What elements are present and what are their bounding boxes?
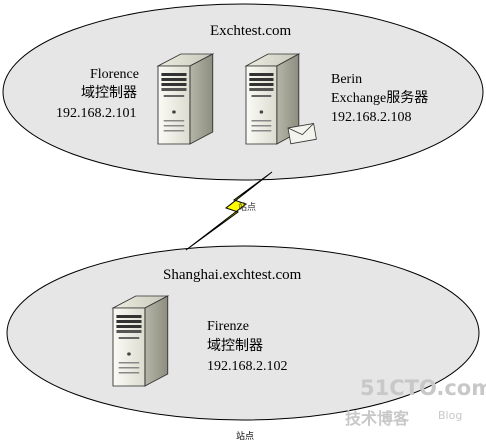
server-florence-ip: 192.168.2.101 — [56, 106, 137, 121]
link-label: 站点 — [238, 202, 257, 212]
site-domain-bottom: Shanghai.exchtest.com — [163, 267, 302, 283]
watermark-blog: Blog — [438, 409, 463, 422]
server-berin-role: Exchange服务器 — [331, 91, 429, 106]
server-firenze-name: Firenze — [207, 319, 249, 334]
watermark-main: 51CTO.com — [360, 376, 486, 400]
site-domain-top: Exchtest.com — [210, 23, 292, 39]
server-firenze-icon — [112, 295, 169, 387]
server-berin-ip: 192.168.2.108 — [331, 110, 412, 125]
server-berin-name: Berin — [331, 72, 363, 87]
server-florence-role: 域控制器 — [81, 86, 137, 101]
server-florence-icon — [157, 53, 214, 145]
server-firenze-role: 域控制器 — [207, 339, 263, 354]
figure-caption: 站点 — [236, 431, 255, 441]
server-florence-name: Florence — [90, 67, 139, 82]
watermark-sub: 技术博客 — [345, 409, 410, 428]
lightning-link-icon — [185, 171, 273, 251]
server-firenze-ip: 192.168.2.102 — [207, 359, 288, 374]
envelope-icon — [287, 123, 317, 145]
site-ellipse-top — [2, 3, 484, 181]
